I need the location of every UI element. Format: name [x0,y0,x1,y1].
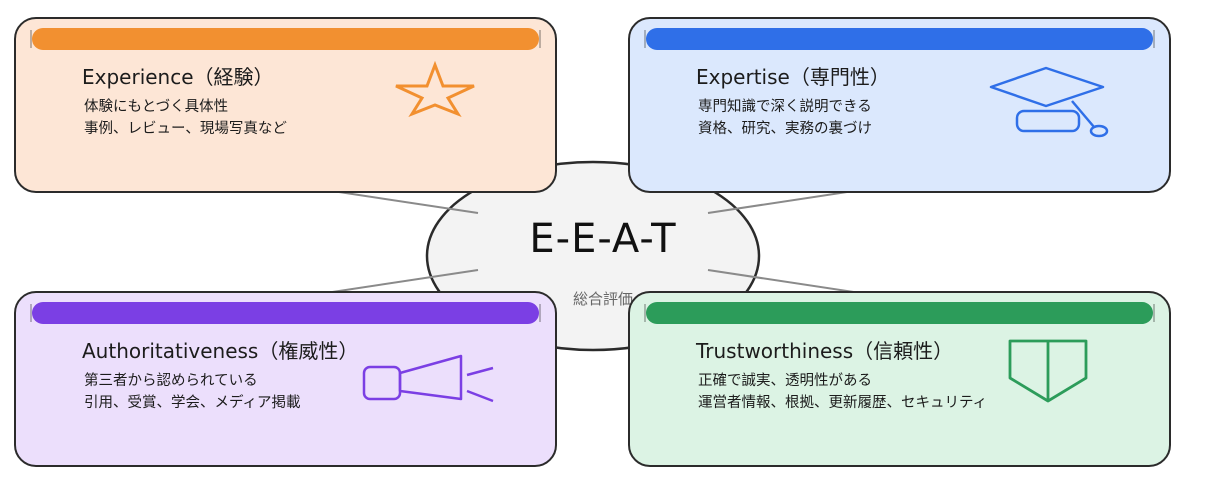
card-title: Experience（経験） [82,65,274,89]
description-line: 第三者から認められている [84,373,258,389]
description-line: 事例、レビュー、現場写真など [84,121,287,137]
graduation-cap-icon [989,66,1109,138]
accent-bar [644,28,1155,50]
description-line: 体験にもとづく具体性 [84,99,229,115]
center-title: E-E-A-T [529,216,677,262]
center-subtitle: 総合評価 [572,290,633,308]
accent-bar [644,302,1155,324]
card-description: 正確で誠実、透明性がある 運営者情報、根拠、更新履歴、セキュリティ [698,370,987,414]
megaphone-icon [362,354,494,403]
description-line: 専門知識で深く説明できる [698,99,872,115]
card-description: 第三者から認められている 引用、受賞、学会、メディア掲載 [84,370,300,414]
accent-bar [30,302,541,324]
shield-icon [1008,339,1088,403]
description-line: 正確で誠実、透明性がある [698,373,872,389]
accent-bar [30,28,541,50]
card-title: Trustworthiness（信頼性） [696,339,954,363]
card-expertise: Expertise（専門性） 専門知識で深く説明できる 資格、研究、実務の裏づけ [628,17,1171,193]
description-line: 資格、研究、実務の裏づけ [698,121,872,137]
card-description: 専門知識で深く説明できる 資格、研究、実務の裏づけ [698,96,872,140]
card-experience: Experience（経験） 体験にもとづく具体性 事例、レビュー、現場写真など [14,17,557,193]
card-title: Expertise（専門性） [696,65,890,89]
description-line: 運営者情報、根拠、更新履歴、セキュリティ [698,395,988,411]
star-icon [395,61,475,117]
card-trustworthiness: Trustworthiness（信頼性） 正確で誠実、透明性がある 運営者情報、… [628,291,1171,467]
card-authoritativeness: Authoritativeness（権威性） 第三者から認められている 引用、受… [14,291,557,467]
description-line: 引用、受賞、学会、メディア掲載 [84,395,301,411]
card-title: Authoritativeness（権威性） [82,339,359,363]
card-description: 体験にもとづく具体性 事例、レビュー、現場写真など [84,96,287,140]
